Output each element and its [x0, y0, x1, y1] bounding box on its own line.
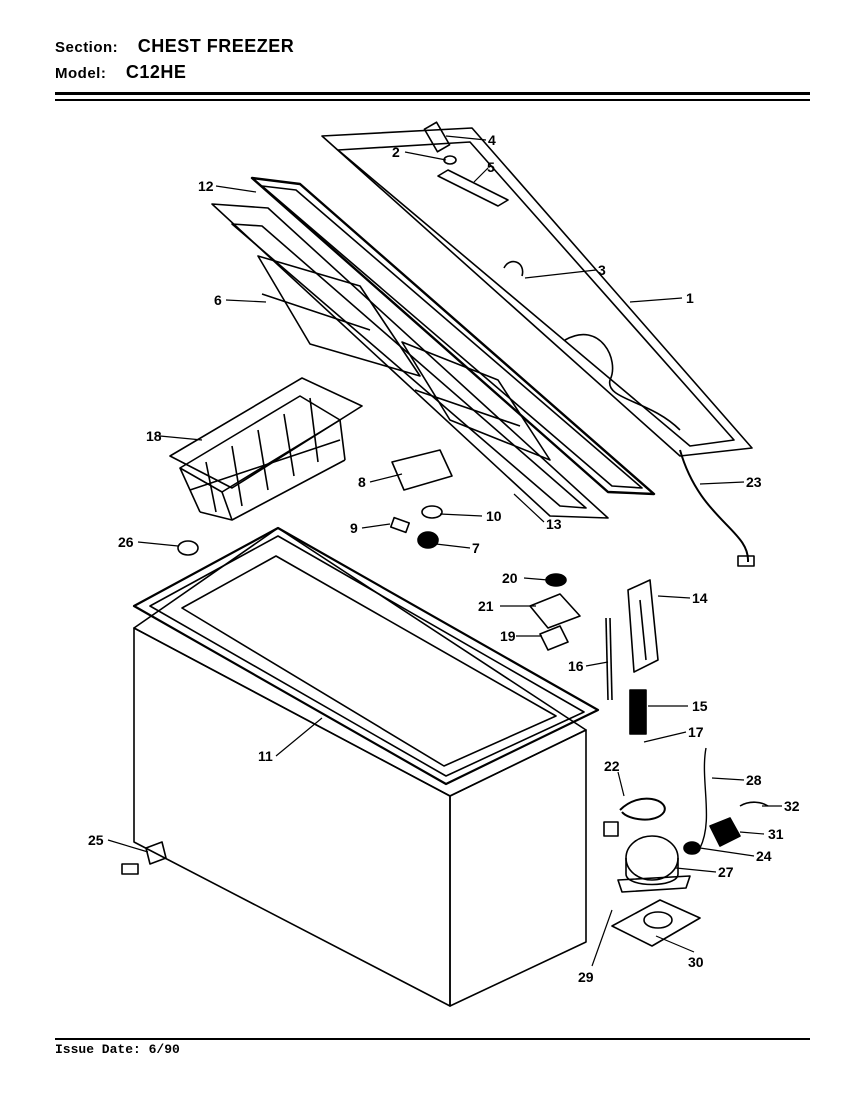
callout-16: 16: [568, 658, 584, 674]
breaker-strip: [132, 526, 600, 786]
callout-19: 19: [500, 628, 516, 644]
callout-17: 17: [688, 724, 704, 740]
callout-25: 25: [88, 832, 104, 848]
callout-12: 12: [198, 178, 214, 194]
callout-28: 28: [746, 772, 762, 788]
callout-9: 9: [350, 520, 358, 536]
power-cord: [679, 449, 755, 567]
hinge-spring: [629, 689, 647, 735]
section-value: CHEST FREEZER: [137, 36, 295, 56]
outer-lid-panel: [321, 127, 753, 457]
model-value: C12HE: [125, 62, 187, 82]
issue-date: Issue Date: 6/90: [55, 1042, 180, 1057]
section-row: Section: CHEST FREEZER: [55, 36, 294, 57]
door-liner-panel: [211, 203, 609, 519]
callout-21: 21: [478, 598, 494, 614]
hinge-assembly: [605, 579, 659, 701]
compressor: [617, 835, 691, 893]
drain-hose-clip: [121, 841, 167, 875]
callout-18: 18: [146, 428, 162, 444]
relay-cover: [683, 801, 769, 855]
mounting-plate: [611, 899, 701, 947]
callout-24: 24: [756, 848, 772, 864]
lock-assembly: [389, 449, 453, 549]
callout-8: 8: [358, 474, 366, 490]
callout-20: 20: [502, 570, 518, 586]
wire-basket: [169, 377, 363, 521]
callout-30: 30: [688, 954, 704, 970]
callout-labels: 1 2 3 4 5 6 7 8 9 10 11 12 13 14 15 16 1…: [88, 132, 800, 985]
callout-11: 11: [258, 748, 273, 764]
callout-4: 4: [488, 132, 496, 148]
footer-rule: [55, 1038, 810, 1040]
callout-10: 10: [486, 508, 502, 524]
callout-6: 6: [214, 292, 222, 308]
callout-3: 3: [598, 262, 606, 278]
callout-2: 2: [392, 144, 400, 160]
model-key: Model:: [55, 65, 107, 82]
callout-7: 7: [472, 540, 480, 556]
door-gasket: [250, 176, 656, 496]
header-rule-bottom: [55, 99, 810, 101]
callout-27: 27: [718, 864, 734, 880]
callout-13: 13: [546, 516, 562, 532]
callout-14: 14: [692, 590, 708, 606]
wire-harness: [603, 797, 666, 837]
callout-31: 31: [768, 826, 784, 842]
callout-5: 5: [487, 159, 495, 175]
drain-tube: [699, 747, 708, 849]
callout-23: 23: [746, 474, 762, 490]
callout-1: 1: [686, 290, 694, 306]
callout-22: 22: [604, 758, 620, 774]
bracket-parts: [529, 573, 581, 651]
model-row: Model: C12HE: [55, 62, 186, 83]
header-rule-top: [55, 92, 810, 95]
callout-15: 15: [692, 698, 708, 714]
callout-26: 26: [118, 534, 134, 550]
defrost-drain-plug: [177, 540, 199, 556]
callout-leaders: [107, 135, 782, 967]
section-key: Section:: [55, 39, 119, 56]
callout-32: 32: [784, 798, 800, 814]
callout-29: 29: [578, 969, 594, 985]
cabinet-body: [133, 527, 587, 1007]
